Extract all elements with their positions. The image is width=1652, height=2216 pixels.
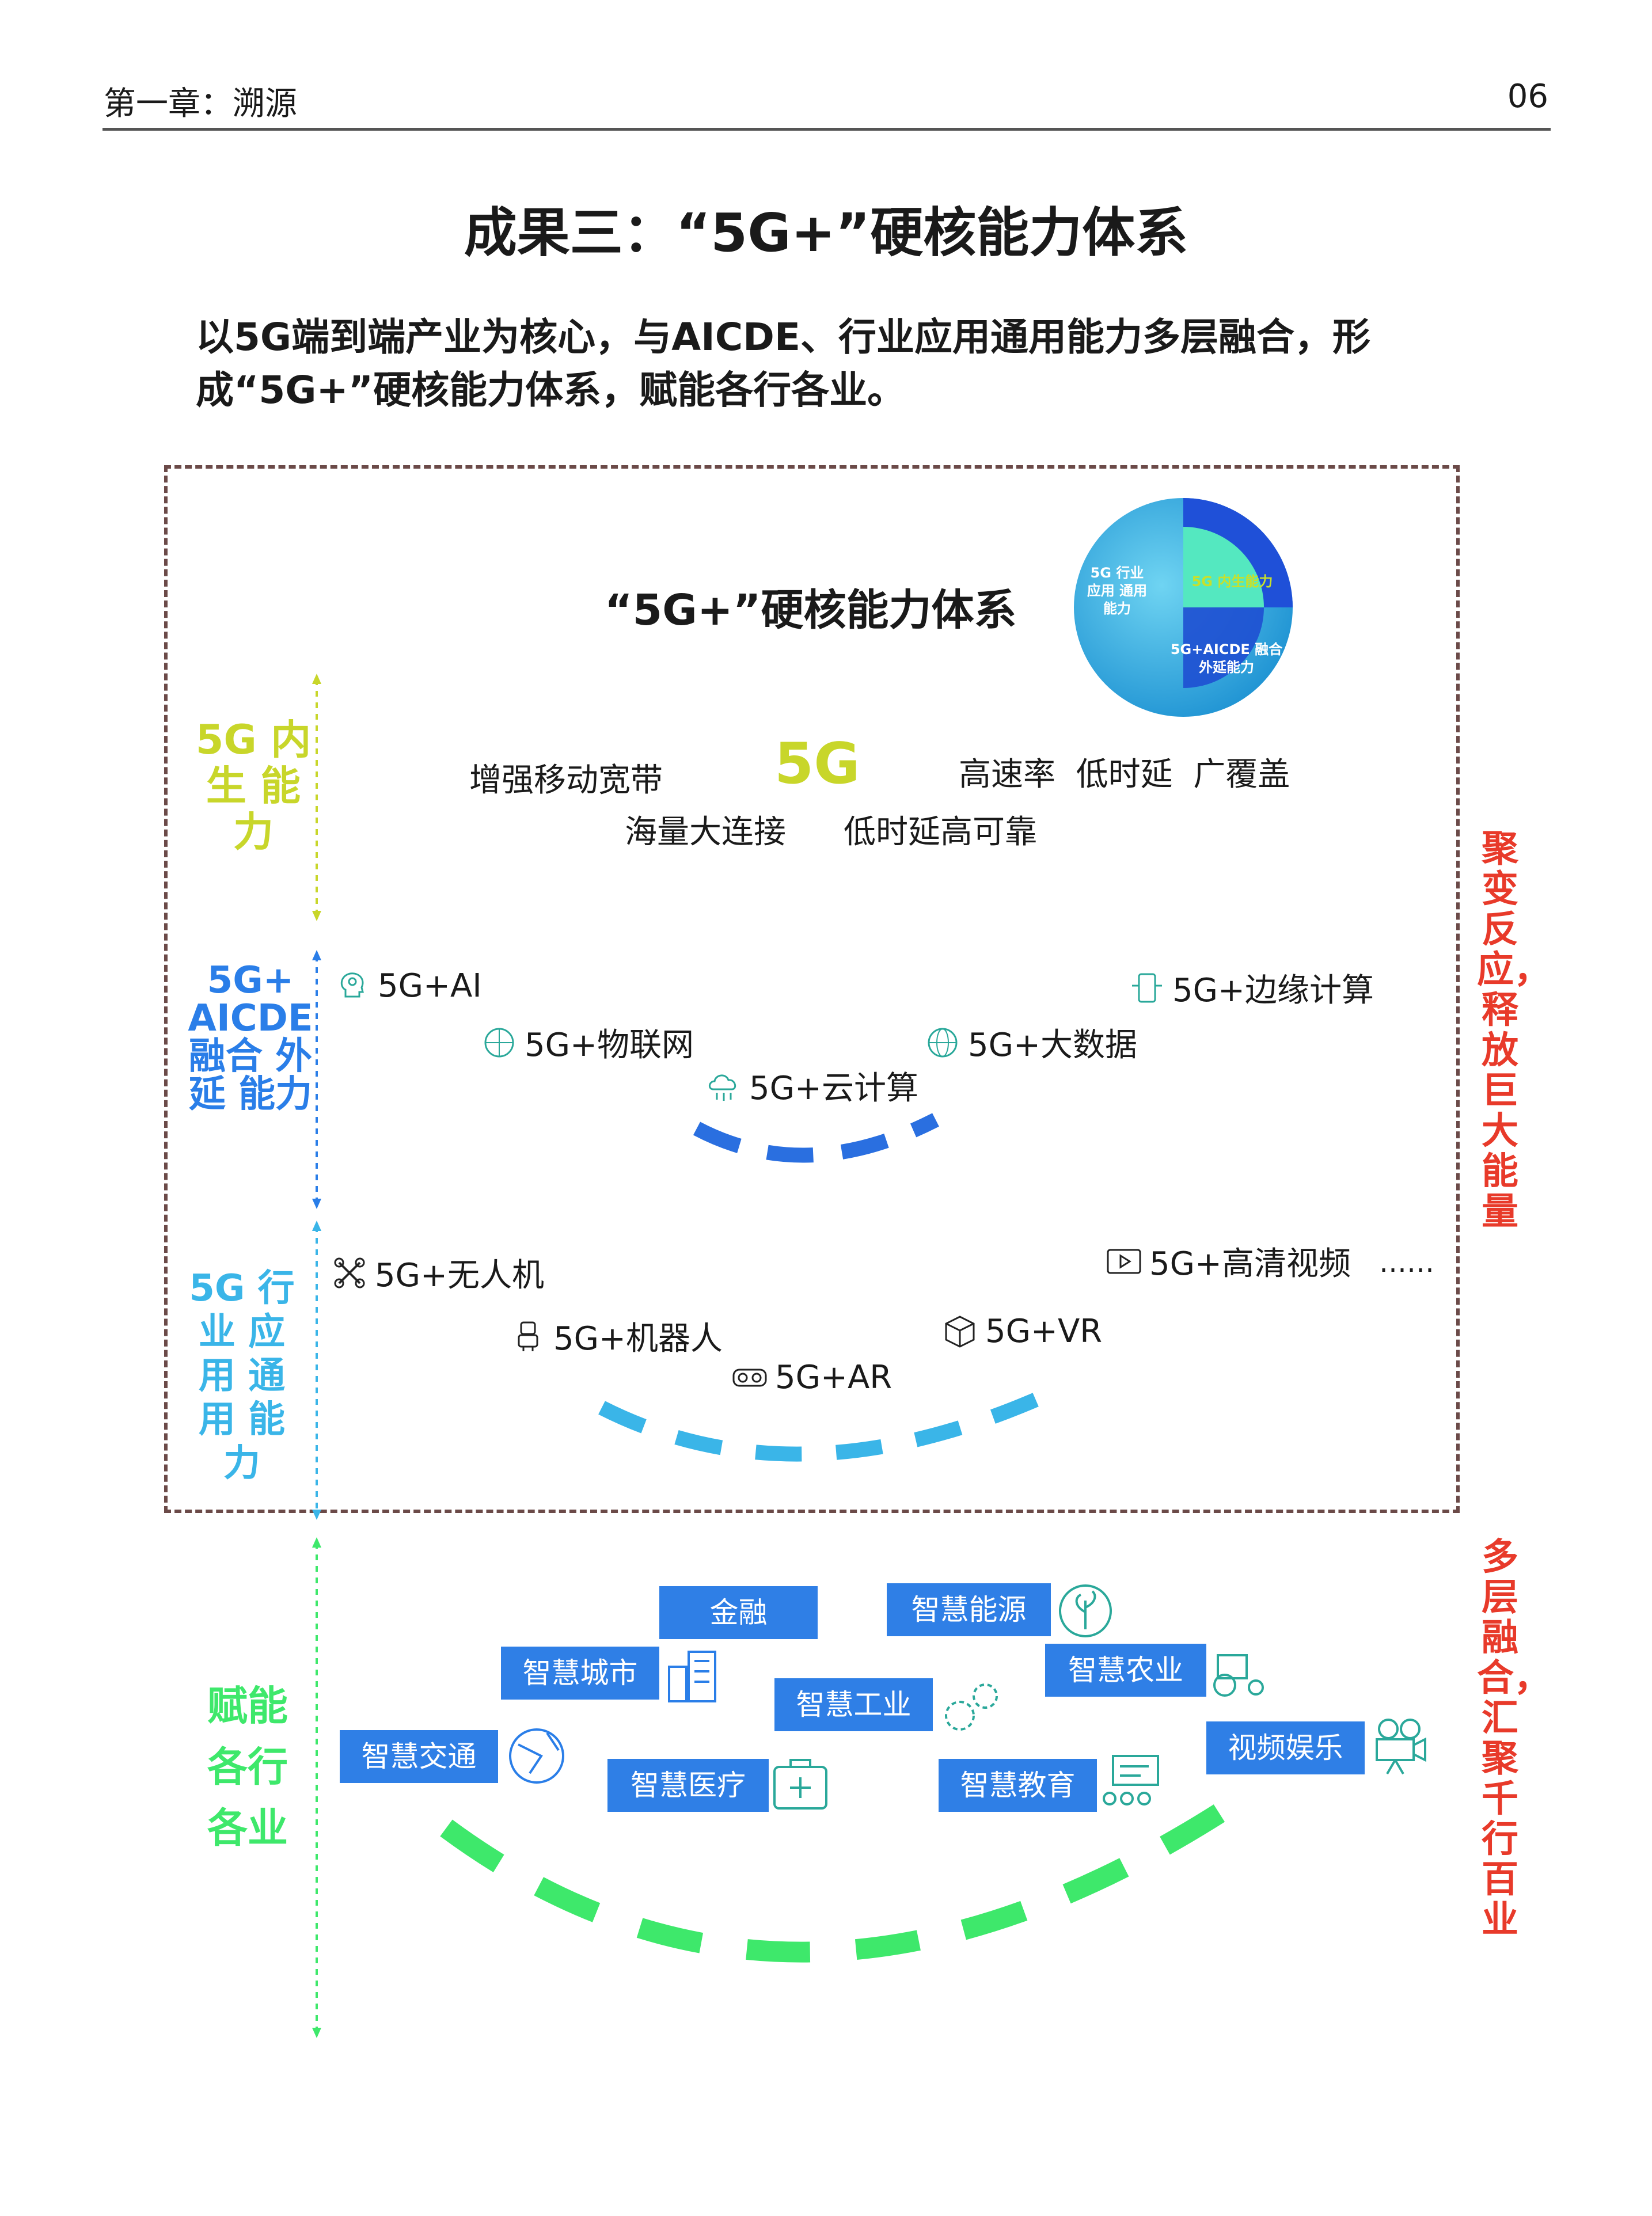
industry-more: …… xyxy=(1379,1246,1434,1279)
vr-cube-icon xyxy=(945,1315,975,1348)
layer-arrows xyxy=(312,674,321,2038)
layer-label-industry: 5G 行业 应用 通用 能力 xyxy=(189,1267,295,1485)
core-urllc: 低时延高可靠 xyxy=(844,814,1037,851)
globe-network-icon xyxy=(484,1028,514,1057)
layer-label-empower: 赋能 各行 各业 xyxy=(207,1682,288,1852)
sphere-core-label: 5G 内生能力 xyxy=(1191,573,1273,590)
aicde-edge-label: 5G+边缘计算 xyxy=(1172,972,1374,1009)
industry-robot: 5G+机器人 xyxy=(510,1313,723,1359)
capability-sphere: 5G 行业 应用 通用 能力 5G 内生能力 5G+AICDE 融合外延能力 xyxy=(1068,492,1298,723)
industry-ar-label: 5G+AR xyxy=(775,1359,893,1396)
aicde-cloud: 5G+云计算 xyxy=(705,1062,918,1109)
video-player-icon xyxy=(1107,1249,1141,1274)
industry-vr-label: 5G+VR xyxy=(985,1313,1103,1350)
data-globe-icon xyxy=(928,1028,958,1057)
sector-city: 智慧城市 xyxy=(501,1647,659,1700)
movie-camera-icon xyxy=(1376,1719,1426,1775)
aicde-ai: 5G+AI xyxy=(334,967,482,1005)
layer-label-core: 5G 内生 能力 xyxy=(195,716,312,856)
city-building-icon xyxy=(668,1651,716,1702)
core-5g: 5G xyxy=(774,731,860,797)
medical-kit-icon xyxy=(773,1759,827,1810)
sector-education: 智慧教育 xyxy=(939,1759,1097,1812)
sector-finance: 金融 xyxy=(659,1586,818,1639)
aicde-iot-label: 5G+物联网 xyxy=(525,1027,694,1064)
robot-icon xyxy=(518,1321,538,1351)
industry-drone-label: 5G+无人机 xyxy=(375,1257,544,1294)
tractor-icon xyxy=(1213,1654,1264,1697)
core-features: 高速率 低时延 广覆盖 xyxy=(959,756,1290,793)
industry-video: 5G+高清视频 xyxy=(1106,1238,1351,1284)
gears-icon xyxy=(945,1683,998,1731)
industry-video-label: 5G+高清视频 xyxy=(1149,1245,1351,1283)
core-mmtc: 海量大连接 xyxy=(625,814,786,851)
chapter-title: 第一章：溯源 xyxy=(104,85,297,123)
classroom-icon xyxy=(1103,1755,1159,1806)
sector-energy: 智慧能源 xyxy=(887,1583,1051,1636)
intro-text: 以5G端到端产业为核心，与AICDE、行业应用通用能力多层融合，形成“5G+”硬… xyxy=(196,315,1371,412)
header-divider xyxy=(102,128,1551,131)
transport-globe-icon xyxy=(509,1728,564,1784)
industry-drone: 5G+无人机 xyxy=(331,1249,544,1296)
industry-ar: 5G+AR xyxy=(731,1359,892,1396)
cloud-icon xyxy=(709,1074,736,1101)
drone-icon xyxy=(334,1257,365,1288)
aicde-bigdata: 5G+大数据 xyxy=(924,1019,1137,1066)
industry-vr: 5G+VR xyxy=(941,1313,1102,1350)
sector-industry: 智慧工业 xyxy=(774,1678,933,1731)
page-title: 成果三：“5G+”硬核能力体系 xyxy=(464,202,1188,264)
aicde-cloud-label: 5G+云计算 xyxy=(749,1070,918,1107)
page-number: 06 xyxy=(1507,78,1548,115)
ar-glasses-icon xyxy=(732,1369,767,1386)
sector-transport: 智慧交通 xyxy=(340,1730,498,1783)
sector-entertainment: 视频娱乐 xyxy=(1206,1721,1365,1774)
aicde-edge: 5G+边缘计算 xyxy=(1129,964,1374,1011)
sector-medical: 智慧医疗 xyxy=(607,1759,769,1812)
aicde-iot: 5G+物联网 xyxy=(481,1019,694,1066)
system-title: “5G+”硬核能力体系 xyxy=(605,586,1017,635)
ai-head-icon xyxy=(340,972,364,997)
sector-agriculture: 智慧农业 xyxy=(1045,1644,1206,1697)
aicde-ai-label: 5G+AI xyxy=(378,967,482,1005)
energy-plant-icon xyxy=(1059,1584,1112,1637)
sphere-outer-label: 5G 行业 应用 通用 能力 xyxy=(1087,565,1148,617)
aicde-bigdata-label: 5G+大数据 xyxy=(968,1027,1137,1064)
industry-robot-label: 5G+机器人 xyxy=(553,1320,723,1358)
layer-label-aicde: 5G+ AICDE 融合 外延 能力 xyxy=(188,959,313,1116)
core-embb: 增强移动宽带 xyxy=(469,762,663,799)
capability-frame xyxy=(164,465,1460,1513)
sphere-mid-label: 5G+AICDE 融合外延能力 xyxy=(1170,641,1283,675)
edge-device-icon xyxy=(1132,973,1162,1002)
